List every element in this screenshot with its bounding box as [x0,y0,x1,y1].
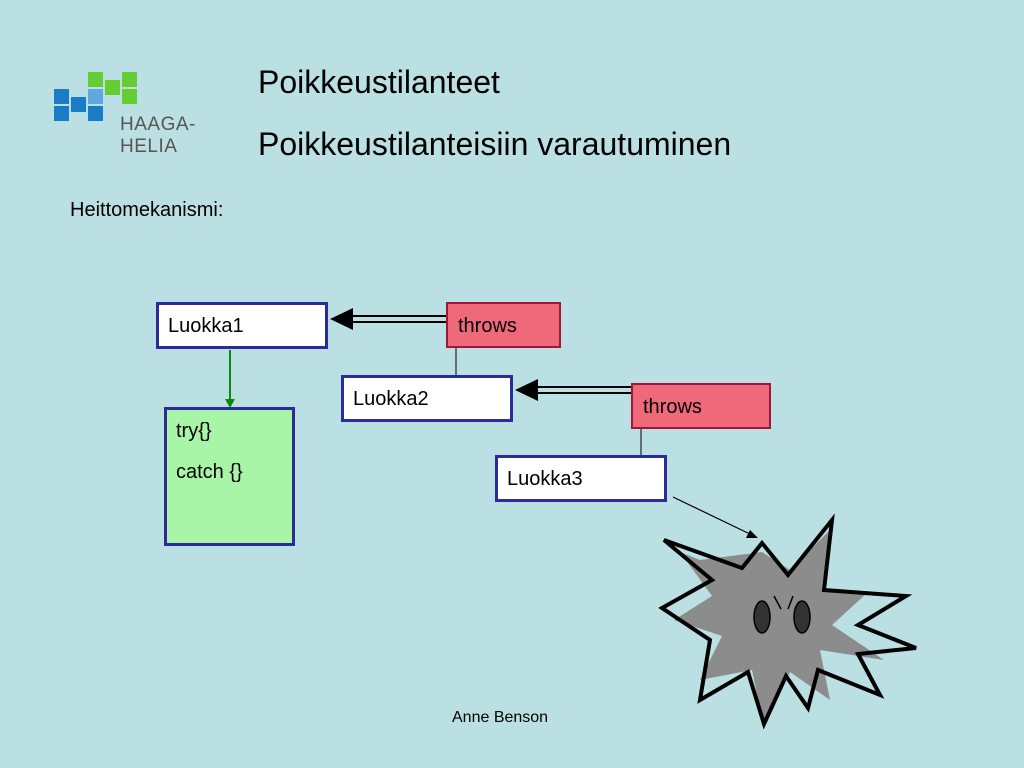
explosion-icon [658,513,917,730]
throws-box-2: throws [631,383,771,429]
catch-label: catch {} [176,461,243,483]
explosion-outline [658,513,917,730]
try-label: try{} [176,420,212,442]
explosion-brow-right [787,595,794,610]
logo-text: HAAGA-HELIA [120,114,196,157]
section-label: Heittomekanismi: [70,199,224,221]
explosion-eye-left [753,600,771,634]
class-box-luokka2: Luokka2 [341,375,513,422]
page-title: Poikkeustilanteet [258,64,500,100]
explosion-eye-right [793,600,811,634]
logo-squares [54,72,137,121]
explosion-shadow [674,530,884,728]
arrow-throws1-head [330,308,353,330]
green-arrow-head [225,399,235,408]
arrow-throws2-head [515,379,538,401]
class-box-luokka3: Luokka3 [495,455,667,502]
explosion-brow-left [773,595,782,610]
class-box-luokka1: Luokka1 [156,302,328,349]
throws-box-1: throws [446,302,561,348]
arrow-to-explosion-head [746,530,758,538]
try-catch-box: try{} catch {} [164,407,295,546]
page-subtitle: Poikkeustilanteisiin varautuminen [258,126,732,162]
footer-author: Anne Benson [452,709,549,726]
arrow-to-explosion-line [672,496,753,536]
